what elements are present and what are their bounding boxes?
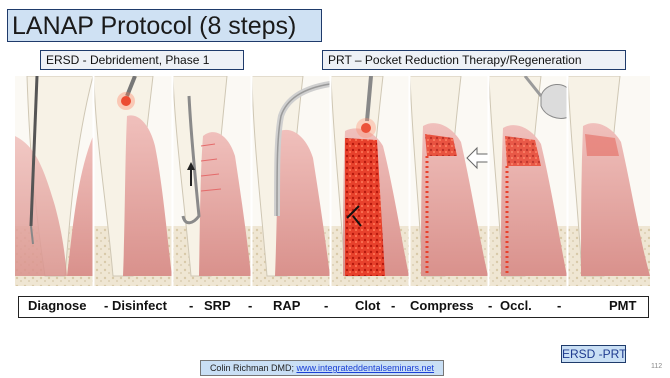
panel-compress bbox=[410, 76, 488, 286]
step-pmt: PMT bbox=[609, 298, 636, 313]
panel-disinfect bbox=[94, 76, 172, 286]
panel-rap bbox=[252, 76, 330, 286]
credit-box: Colin Richman DMD; www.integrateddentals… bbox=[200, 360, 444, 376]
phase-label-prt: PRT – Pocket Reduction Therapy/Regenerat… bbox=[322, 50, 626, 70]
panel-pmt bbox=[568, 76, 650, 286]
phase-label-ersd: ERSD - Debridement, Phase 1 bbox=[40, 50, 244, 70]
step-rap: RAP bbox=[273, 298, 300, 313]
step-occlusion: Occl. bbox=[500, 298, 532, 313]
page-number: 112 bbox=[651, 363, 662, 370]
laser-protocol-illustration bbox=[15, 76, 650, 286]
steps-bar: Diagnose - Disinfect - SRP - RAP - Clot … bbox=[18, 296, 649, 318]
step-separator: - bbox=[557, 298, 561, 313]
step-separator: - bbox=[391, 298, 395, 313]
step-separator: - bbox=[104, 298, 108, 313]
panel-srp bbox=[173, 76, 251, 286]
step-separator: - bbox=[248, 298, 252, 313]
step-separator: - bbox=[324, 298, 328, 313]
title-box: LANAP Protocol (8 steps) bbox=[7, 9, 322, 42]
panel-diagnose bbox=[15, 76, 93, 286]
step-srp: SRP bbox=[204, 298, 231, 313]
step-clot: Clot bbox=[355, 298, 380, 313]
step-separator: - bbox=[488, 298, 492, 313]
credit-author: Colin Richman DMD; bbox=[210, 363, 294, 373]
ersd-prt-label: ERSD -PRT bbox=[561, 345, 626, 363]
slide-title: LANAP Protocol (8 steps) bbox=[12, 12, 296, 41]
step-compress: Compress bbox=[410, 298, 474, 313]
panel-clot bbox=[331, 76, 409, 286]
step-disinfect: Disinfect bbox=[112, 298, 167, 313]
step-separator: - bbox=[189, 298, 193, 313]
credit-link[interactable]: www.integrateddentalseminars.net bbox=[296, 363, 434, 373]
step-diagnose: Diagnose bbox=[28, 298, 87, 313]
panel-occlusion bbox=[489, 76, 571, 286]
